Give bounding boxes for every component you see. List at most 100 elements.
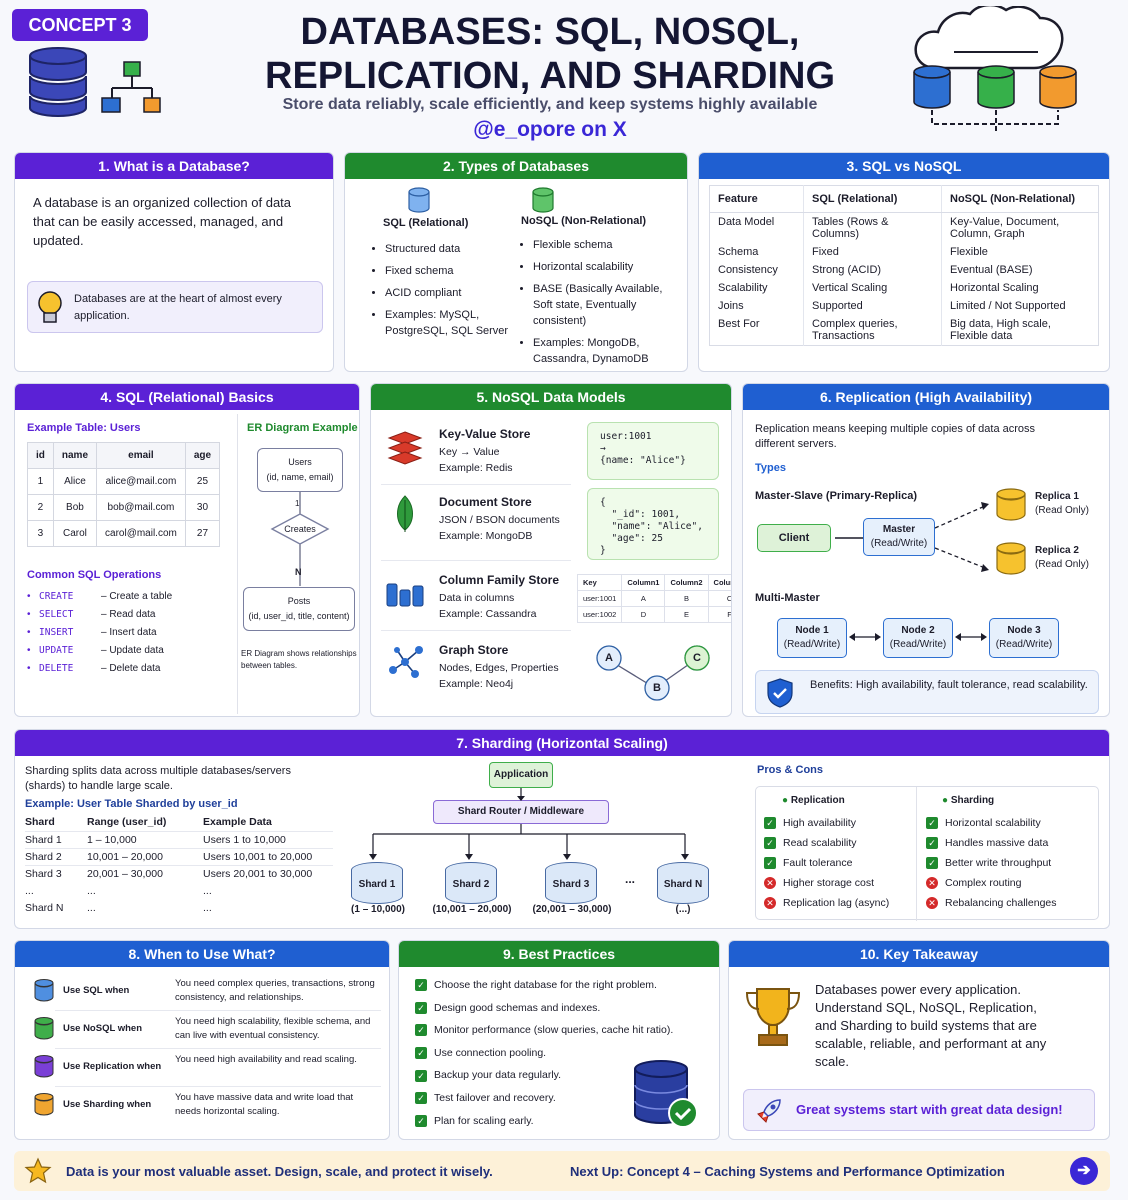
master-sub: (Read/Write) — [870, 538, 928, 549]
check-icon: ✓ — [415, 1047, 427, 1060]
shard-db-icon: Shard 1 — [351, 862, 403, 904]
shard-range: (...) — [675, 904, 691, 915]
best-practice-item: ✓Plan for scaling early. — [415, 1115, 534, 1127]
sql-feature: Fixed schema — [385, 263, 533, 279]
comparison-cell: Flexible — [941, 243, 1099, 261]
check-icon: ✓ — [415, 1092, 427, 1105]
key-value-example: user:1001 → {name: "Alice"} — [587, 422, 719, 480]
pros-cons-box: ● Replication ● Sharding ✓High availabil… — [755, 786, 1099, 921]
section-sharding: 7. Sharding (Horizontal Scaling) Shardin… — [14, 729, 1110, 929]
nosql-type-list: Flexible schemaHorizontal scalabilityBAS… — [521, 237, 681, 371]
comparison-cell: Best For — [718, 318, 760, 330]
next-arrow-button[interactable]: ➔ — [1070, 1157, 1098, 1185]
sql-operation: •INSERT– Insert data — [27, 627, 237, 645]
replication-pros-head: ● Replication — [782, 795, 845, 806]
tip-box: Databases are at the heart of almost eve… — [27, 281, 323, 333]
column-table-cell: B — [664, 590, 709, 607]
sql-keyword: DELETE — [39, 663, 74, 674]
comparison-cell: Key-Value, Document, Column, Graph — [941, 212, 1099, 243]
replication-intro: Replication means keeping multiple copie… — [755, 423, 1036, 450]
er-divider — [237, 414, 238, 714]
best-practice-item: ✓Use connection pooling. — [415, 1047, 546, 1060]
nosql-model-name: Key-Value Store — [439, 427, 531, 441]
author-handle[interactable]: @e_opore on X — [473, 118, 627, 141]
title-line-2: REPLICATION, AND SHARDING — [265, 55, 835, 97]
bullet-icon: • — [27, 663, 31, 674]
takeaway-text: Databases power every application. Under… — [815, 982, 1047, 1069]
section-5-title: 5. NoSQL Data Models — [371, 384, 731, 410]
users-table-cell: 30 — [184, 494, 221, 521]
nosql-model-desc: Nodes, Edges, Properties — [439, 662, 559, 674]
replica-2-db-icon — [996, 542, 1026, 575]
pros-cons-item: ✓Better write throughput — [926, 857, 1052, 870]
sql-operation: •UPDATE– Update data — [27, 645, 237, 663]
users-table-cell: email — [96, 442, 186, 469]
sql-operation-desc: – Create a table — [101, 591, 173, 602]
column-store-icon — [386, 583, 424, 607]
use-case-label: Use SQL when — [63, 985, 130, 996]
section-1-title: 1. What is a Database? — [15, 153, 333, 179]
column-table-cell: E — [664, 606, 709, 623]
shard-table-cell: Users 1 to 10,000 — [203, 831, 333, 849]
er-users-name: Users — [288, 457, 312, 467]
row-divider — [55, 1010, 381, 1011]
check-icon: ✓ — [415, 979, 427, 992]
graph-node-a: A — [605, 652, 613, 664]
check-icon: ✓ — [926, 817, 938, 830]
sql-operation: •DELETE– Delete data — [27, 663, 237, 681]
column-table-cell: Column1 — [621, 574, 666, 591]
users-table-cell: 27 — [184, 520, 221, 547]
sql-keyword: CREATE — [39, 591, 74, 602]
sql-keyword: UPDATE — [39, 645, 74, 656]
er-note: ER Diagram shows relationships between t… — [241, 649, 357, 670]
nosql-feature: BASE (Basically Available, Soft state, E… — [533, 281, 681, 329]
replica-2-sub: (Read Only) — [1035, 559, 1089, 570]
best-practice-item: ✓Design good schemas and indexes. — [415, 1002, 600, 1014]
graph-node-c: C — [693, 652, 701, 664]
section-6-title: 6. Replication (High Availability) — [743, 384, 1109, 410]
best-practice-item: ✓Monitor performance (slow queries, cach… — [415, 1024, 673, 1037]
users-table-cell: name — [52, 442, 98, 469]
footer-next-up[interactable]: Next Up: Concept 4 – Caching Systems and… — [570, 1164, 1005, 1179]
model-divider — [381, 560, 571, 561]
nosql-model-desc: Data in columns — [439, 592, 515, 604]
cloud-database-icon — [913, 6, 1077, 134]
section-7-title: 7. Sharding (Horizontal Scaling) — [15, 730, 1109, 756]
shard-table-cell: ... — [25, 884, 34, 897]
pros-cons-text: Handles massive data — [945, 837, 1049, 849]
comparison-cell: Fixed — [803, 243, 942, 261]
shard-table-cell: ... — [87, 884, 96, 897]
column-table-cell: user:1001 — [576, 590, 623, 607]
footer-bar: Data is your most valuable asset. Design… — [14, 1151, 1110, 1191]
pros-cons-text: Better write throughput — [945, 857, 1052, 869]
column-table-cell: user:1002 — [576, 606, 623, 623]
replica-1-label: Replica 1(Read Only) — [1035, 490, 1089, 518]
sql-keyword: INSERT — [39, 627, 74, 638]
replication-arrows — [835, 502, 989, 572]
comparison-cell: Strong (ACID) — [803, 261, 942, 279]
sql-operation-desc: – Update data — [101, 645, 164, 656]
shard-table-cell: Shard 1 — [25, 831, 87, 849]
benefits-box: Benefits: High availability, fault toler… — [755, 670, 1099, 714]
section-replication: 6. Replication (High Availability) Repli… — [742, 383, 1110, 717]
section-sql-basics: 4. SQL (Relational) Basics Example Table… — [14, 383, 360, 717]
shard-table-cell: Shard N — [25, 901, 64, 914]
sharding-connectors — [369, 788, 689, 860]
section-types-of-databases: 2. Types of Databases SQL (Relational) S… — [344, 152, 688, 372]
comparison-cell: Big data, High scale, Flexible data — [941, 315, 1099, 346]
best-practice-item: ✓Choose the right database for the right… — [415, 979, 657, 992]
comparison-cell: Supported — [803, 297, 942, 315]
node-3-box: Node 3(Read/Write) — [989, 618, 1059, 658]
pros-cons-text: Horizontal scalability — [945, 817, 1041, 829]
pin-icon: ● — [942, 795, 951, 806]
pros-cons-item: ✓Fault tolerance — [764, 857, 852, 870]
shard-table-cell: Shard 3 — [25, 867, 62, 880]
column-family-table: KeyColumn1Column2Column3user:1001ABCuser… — [576, 574, 731, 623]
best-practice-text: Plan for scaling early. — [434, 1114, 534, 1127]
